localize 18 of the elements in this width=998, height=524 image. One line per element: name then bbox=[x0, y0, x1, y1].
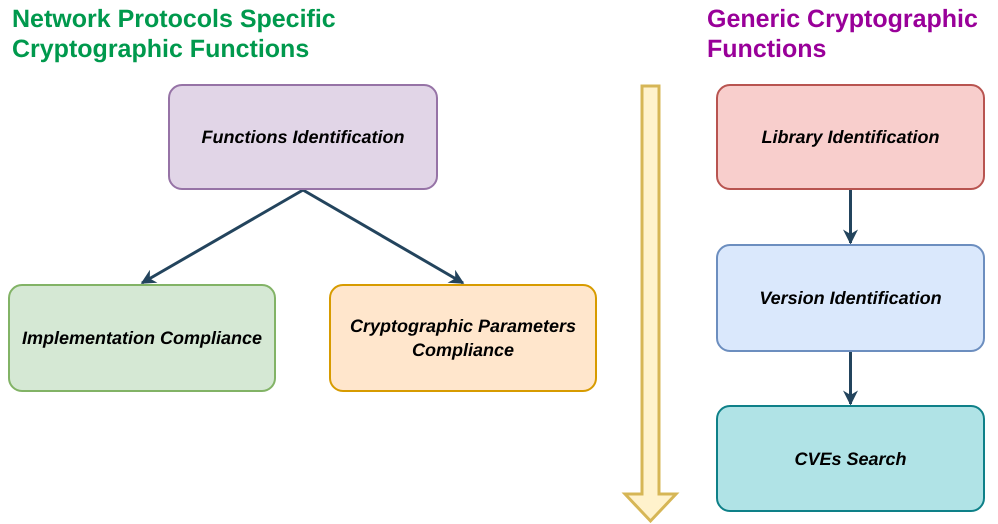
box-label: Version Identification bbox=[759, 287, 942, 310]
process-box bbox=[716, 244, 985, 352]
process-box bbox=[168, 84, 438, 190]
process-box bbox=[8, 284, 276, 392]
process-box bbox=[329, 284, 597, 392]
box-label: Cryptographic Parameters Compliance bbox=[348, 315, 578, 362]
box-label: Library Identification bbox=[761, 126, 940, 149]
arrow bbox=[843, 190, 858, 244]
section-heading: Generic Cryptographic Functions bbox=[707, 4, 979, 64]
box-label: Implementation Compliance bbox=[22, 327, 262, 350]
arrow bbox=[843, 352, 858, 406]
process-box bbox=[716, 84, 985, 190]
process-box bbox=[716, 405, 985, 512]
box-label: CVEs Search bbox=[794, 448, 907, 470]
arrow bbox=[302, 188, 464, 284]
section-heading: Network Protocols Specific Cryptographic Functions bbox=[12, 4, 337, 64]
arrow bbox=[140, 188, 304, 284]
box-label: Functions Identification bbox=[202, 126, 404, 149]
